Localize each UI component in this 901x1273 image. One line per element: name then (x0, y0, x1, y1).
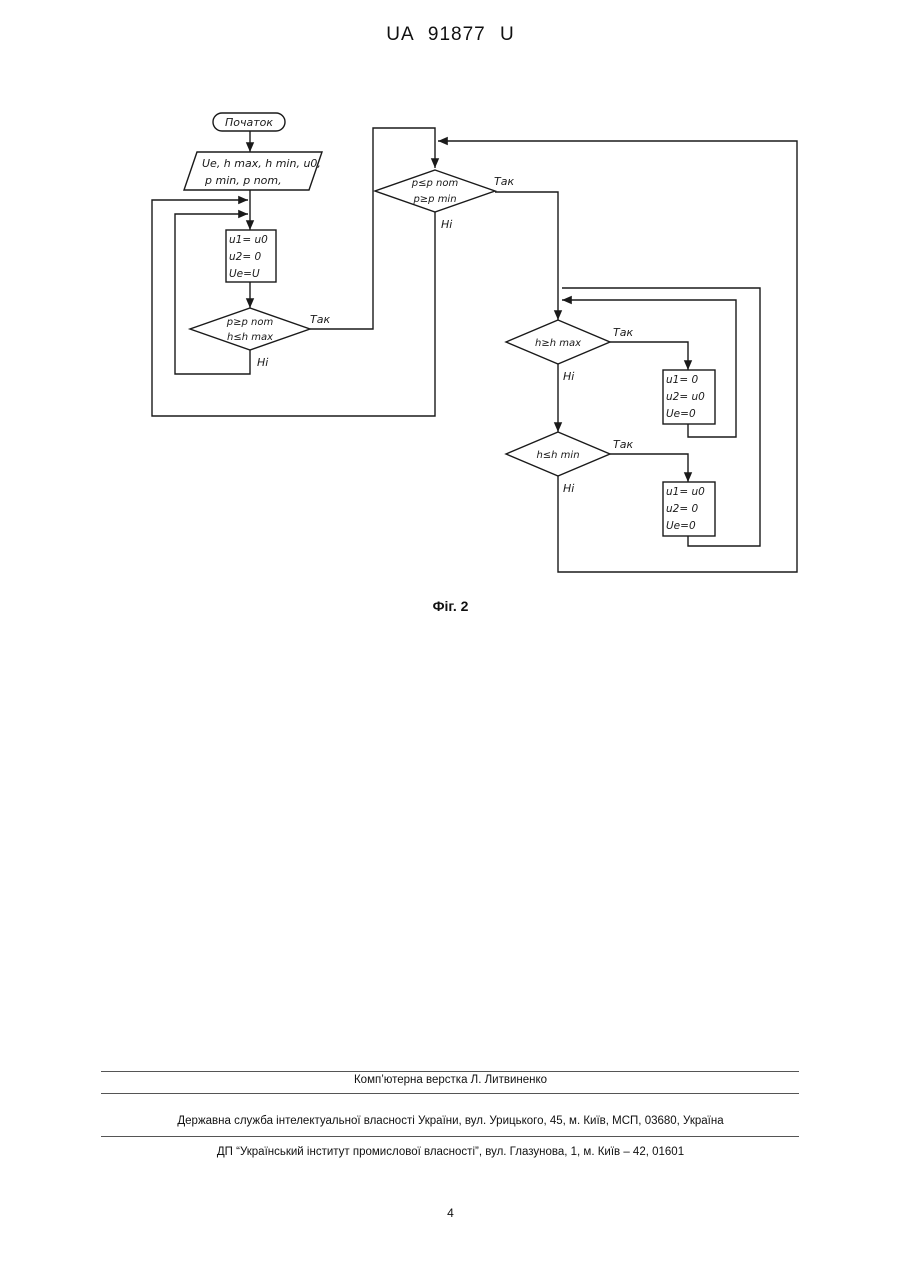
svg-text:p≥p nom: p≥p nom (226, 317, 274, 328)
svg-text:Ue=0: Ue=0 (666, 520, 696, 532)
svg-text:p≥p min: p≥p min (412, 194, 456, 205)
decision-pressure-range: p≤p nom p≥p min Так Ні (375, 170, 514, 231)
page-number: 4 (0, 1206, 901, 1220)
input-parallelogram: Ue, h max, h min, u0, p min, p nom, (184, 152, 322, 190)
footer-layout-credit: Комп’ютерна верстка Л. Литвиненко (0, 1074, 901, 1086)
svg-text:u1= u0: u1= u0 (666, 486, 705, 498)
flowchart: Початок Ue, h max, h min, u0, p min, p n… (0, 0, 901, 620)
footer-divider (101, 1093, 799, 1094)
svg-text:Початок: Початок (225, 116, 273, 129)
svg-text:u2= u0: u2= u0 (666, 391, 705, 403)
decision-level-max: h≥h max Так Ні (506, 320, 633, 383)
no-label: Ні (563, 370, 574, 383)
svg-text:Ue=U: Ue=U (229, 268, 260, 280)
block-fill: u1= u0 u2= 0 Ue=0 (663, 482, 715, 536)
svg-text:u1= 0: u1= 0 (666, 374, 698, 386)
svg-text:Ue, h max, h min, u0,: Ue, h max, h min, u0, (202, 157, 321, 170)
decision-pressure-level: p≥p nom h≤h max Так Ні (190, 308, 330, 369)
svg-text:u1= u0: u1= u0 (229, 234, 268, 246)
footer-divider (101, 1136, 799, 1137)
block-drain: u1= 0 u2= u0 Ue=0 (663, 370, 715, 424)
no-label: Ні (563, 482, 574, 495)
svg-text:h≤h min: h≤h min (536, 450, 579, 461)
yes-label: Так (613, 326, 633, 339)
yes-label: Так (613, 438, 633, 451)
yes-label: Так (310, 313, 330, 326)
svg-text:h≤h max: h≤h max (227, 332, 273, 343)
figure-caption: Фіг. 2 (0, 598, 901, 614)
svg-text:h≥h max: h≥h max (535, 338, 581, 349)
footer-divider (101, 1071, 799, 1072)
no-label: Ні (441, 218, 452, 231)
svg-text:Ue=0: Ue=0 (666, 408, 696, 420)
init-block: u1= u0 u2= 0 Ue=U (226, 230, 276, 282)
footer-office-address: Державна служба інтелектуальної власност… (0, 1115, 901, 1127)
svg-text:u2= 0: u2= 0 (229, 251, 261, 263)
no-label: Ні (257, 356, 268, 369)
svg-text:p min, p nom,: p min, p nom, (204, 174, 282, 187)
decision-level-min: h≤h min Так Ні (506, 432, 633, 495)
svg-text:u2= 0: u2= 0 (666, 503, 698, 515)
svg-text:p≤p nom: p≤p nom (411, 178, 459, 189)
footer-institute-address: ДП “Український інститут промислової вла… (0, 1146, 901, 1158)
yes-label: Так (494, 175, 514, 188)
start-terminal: Початок (213, 113, 285, 131)
